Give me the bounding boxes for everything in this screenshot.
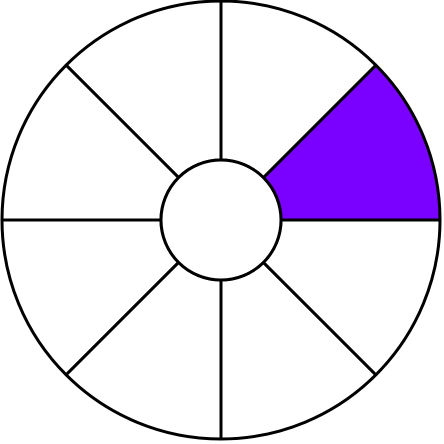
inner-hub-circle: [159, 158, 283, 282]
